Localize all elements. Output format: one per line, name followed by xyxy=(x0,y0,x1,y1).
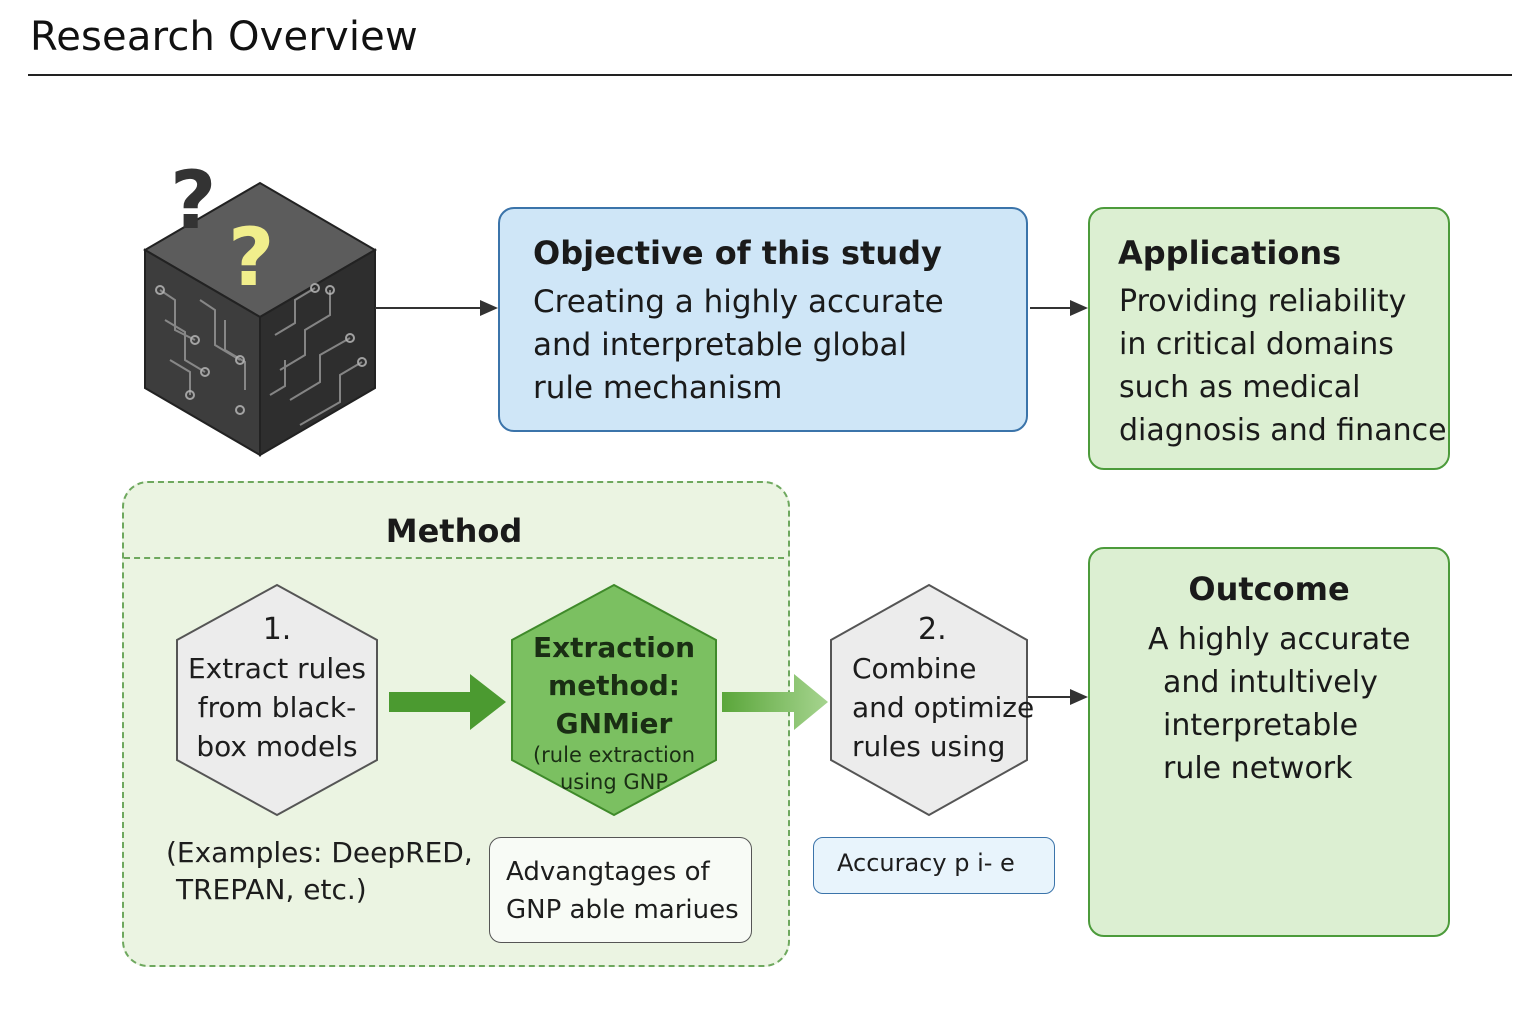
extraction-sub-line: (rule extraction xyxy=(532,743,696,767)
arrow-extraction-to-step2 xyxy=(722,674,828,730)
extraction-line: method: xyxy=(548,669,680,702)
applications-line: diagnosis and finance xyxy=(1119,413,1447,448)
accuracy-box xyxy=(813,837,1055,894)
examples-line: TREPAN, etc.) xyxy=(176,873,367,906)
objective-line: and interpretable global xyxy=(533,327,908,363)
applications-line: Providing reliability xyxy=(1119,284,1407,319)
extraction-line: Extraction xyxy=(532,631,696,664)
step1-text: 1. Extract rules from black- box models xyxy=(177,610,377,766)
objective-box xyxy=(498,207,1028,432)
page-title: Research Overview xyxy=(30,14,418,60)
step2-line: and optimize xyxy=(852,691,1035,724)
extraction-hexagon xyxy=(511,583,717,817)
question-mark-icon: ? xyxy=(228,211,274,304)
examples-text: (Examples: DeepRED, TREPAN, etc.) xyxy=(166,834,473,908)
objective-line: rule mechanism xyxy=(533,370,783,406)
outcome-line: A highly accurate xyxy=(1148,622,1411,657)
step2-line: Combine xyxy=(852,652,977,685)
method-heading: Method xyxy=(385,512,523,550)
step1-hexagon xyxy=(176,583,378,817)
advantages-line: Advangtages of xyxy=(506,857,710,887)
advantages-box xyxy=(489,837,752,943)
outcome-line: and intultively xyxy=(1163,665,1378,700)
question-mark-icon: ? xyxy=(170,154,216,247)
step2-text: 2. Combine and optimize rules using xyxy=(852,610,1034,766)
applications-heading: Applications xyxy=(1118,234,1342,272)
step2-line: rules using xyxy=(852,730,1006,763)
title-divider xyxy=(28,74,1512,76)
objective-line: Creating a highly accurate xyxy=(533,284,944,320)
applications-line: in critical domains xyxy=(1119,327,1394,362)
outcome-line: rule network xyxy=(1163,751,1353,786)
objective-text: Creating a highly accurate and interpret… xyxy=(533,281,944,410)
method-divider xyxy=(124,557,784,559)
step2-number: 2. xyxy=(918,612,947,647)
applications-box xyxy=(1088,207,1450,470)
outcome-text: A highly accurate and intultively interp… xyxy=(1148,618,1410,790)
extraction-text: Extraction method: GNMier xyxy=(512,629,716,743)
black-box-cube-icon: ? ? xyxy=(143,154,377,457)
step1-line: from black- xyxy=(197,691,357,724)
step1-number: 1. xyxy=(262,612,292,647)
advantages-text: Advangtages of GNP able mariues xyxy=(506,853,739,929)
extraction-line: GNMier xyxy=(555,707,673,740)
applications-line: such as medical xyxy=(1119,370,1361,405)
examples-line: (Examples: DeepRED, xyxy=(166,836,473,869)
arrow-step1-to-extraction xyxy=(389,674,506,730)
applications-text: Providing reliability in critical domain… xyxy=(1119,280,1447,452)
outcome-heading: Outcome xyxy=(1188,570,1350,608)
accuracy-text: Accuracy p i- e xyxy=(837,849,1015,877)
step1-line: Extract rules xyxy=(187,652,367,685)
outcome-box xyxy=(1088,547,1450,937)
step1-line: box models xyxy=(196,730,358,763)
objective-heading: Objective of this study xyxy=(533,234,942,272)
step2-hexagon xyxy=(830,583,1028,817)
advantages-line: GNP able mariues xyxy=(506,895,739,925)
extraction-sub-line: using GNP xyxy=(559,770,669,794)
outcome-line: interpretable xyxy=(1163,708,1359,743)
extraction-subtext: (rule extraction using GNP xyxy=(512,742,716,796)
